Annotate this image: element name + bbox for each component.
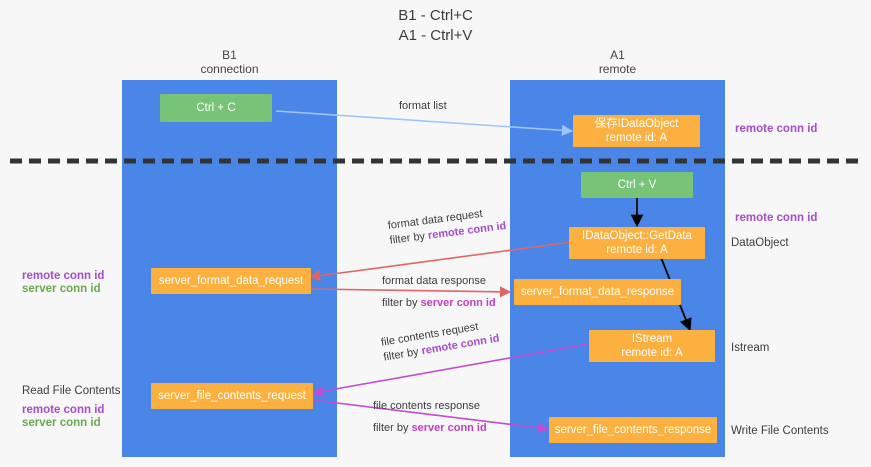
label-left-server-conn-id-bottom: server conn id — [22, 417, 101, 429]
caption-format-data-response: format data response filter by server co… — [382, 274, 496, 311]
caption-format-data-response-line1: format data response — [382, 275, 486, 287]
caption-file-contents-request: file contents request filter by remote c… — [380, 317, 501, 366]
page-title: B1 - Ctrl+C A1 - Ctrl+V — [398, 7, 473, 44]
caption-filter-server-conn-id: server conn id — [420, 297, 496, 309]
node-ctrl-v[interactable]: Ctrl + V — [581, 172, 693, 198]
caption-filter-server-conn-id-2: server conn id — [411, 422, 487, 434]
caption-filter-prefix-4: filter by — [373, 422, 412, 434]
node-ctrl-c[interactable]: Ctrl + C — [160, 94, 272, 122]
label-left-remote-conn-id-bottom: remote conn id — [22, 404, 105, 416]
label-remote-conn-id-top: remote conn id — [735, 123, 818, 135]
label-write-file-contents: Write File Contents — [731, 425, 829, 437]
node-server-file-contents-response[interactable]: server_file_contents_response — [549, 417, 717, 443]
column-header-b1: B1 connection — [200, 48, 259, 76]
caption-file-contents-response: file contents response filter by server … — [373, 399, 487, 436]
caption-file-contents-response-line1: file contents response — [373, 400, 481, 412]
node-server-format-data-request[interactable]: server_format_data_request — [151, 268, 311, 294]
caption-format-list: format list — [399, 100, 447, 112]
caption-format-data-request: format data request filter by remote con… — [387, 204, 507, 249]
label-left-remote-conn-id-mid: remote conn id — [22, 270, 105, 282]
node-istream[interactable]: IStream remote id: A — [589, 330, 715, 362]
label-left-server-conn-id-mid: server conn id — [22, 283, 101, 295]
caption-filter-prefix: filter by — [389, 229, 429, 247]
label-remote-conn-id-mid: remote conn id — [735, 212, 818, 224]
label-istream: Istream — [731, 342, 770, 354]
label-read-file-contents: Read File Contents — [22, 385, 121, 397]
column-header-a1: A1 remote — [598, 48, 637, 76]
node-server-format-data-response[interactable]: server_format_data_response — [514, 279, 681, 305]
node-save-idataobject[interactable]: 保存IDataObject remote id: A — [573, 115, 700, 147]
node-idataobject-getdata[interactable]: IDataObject::GetData remote id: A — [569, 227, 705, 259]
caption-format-data-response-line2: filter by server conn id — [382, 296, 496, 311]
node-server-file-contents-request[interactable]: server_file_contents_request — [151, 383, 313, 409]
caption-file-contents-response-line2: filter by server conn id — [373, 421, 487, 436]
caption-filter-prefix-2: filter by — [382, 297, 421, 309]
label-data-object: DataObject — [731, 237, 789, 249]
